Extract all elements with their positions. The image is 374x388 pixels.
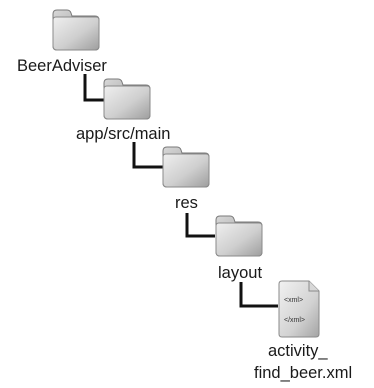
xml-file-icon: <xml> </xml> <box>278 280 320 338</box>
folder-icon <box>162 146 210 188</box>
file-tag-open: <xml> <box>284 297 303 304</box>
connector-3 <box>185 213 215 238</box>
folder-icon <box>103 78 151 120</box>
connector-2 <box>132 142 163 169</box>
folder-icon <box>215 215 263 257</box>
file-label-line1: activity_ <box>268 342 328 360</box>
connector-1 <box>83 74 104 102</box>
folder-label-layout: layout <box>218 264 262 282</box>
file-label-line2: find_beer.xml <box>254 364 352 382</box>
folder-label-res: res <box>175 194 198 212</box>
folder-label-app-src-main: app/src/main <box>76 125 170 143</box>
file-tag-close: </xml> <box>284 317 305 324</box>
connector-4 <box>239 282 278 308</box>
folder-label-beeradviser: BeerAdviser <box>17 57 107 75</box>
folder-icon <box>52 9 100 51</box>
